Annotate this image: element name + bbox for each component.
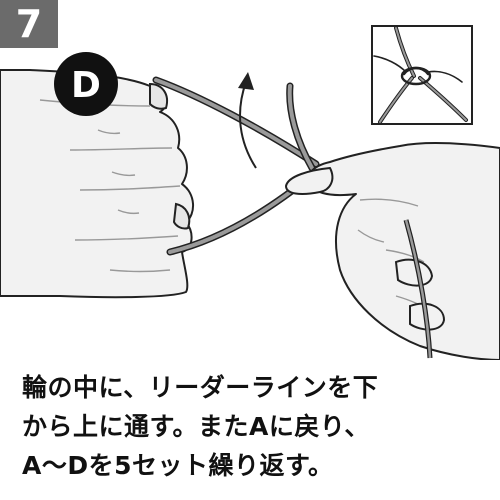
instruction-text: 輪の中に、リーダーラインを下 から上に通す。またAに戻り、 A〜Dを5セット繰り… [22, 368, 492, 485]
step-number-badge: 7 [0, 0, 58, 48]
label-circle [54, 52, 118, 116]
label-circle-letter: D [71, 65, 101, 106]
motion-arrow [239, 81, 257, 169]
right-hand [285, 141, 500, 360]
hand-knot-illustration: D [0, 25, 500, 360]
leader-line-lower [403, 219, 433, 359]
inset-detail [371, 25, 473, 125]
instruction-line: A〜Dを5セット繰り返す。 [22, 451, 334, 480]
instruction-line: から上に通す。またAに戻り、 [22, 412, 370, 441]
motion-arrow-head [238, 72, 254, 90]
left-hand-nails [149, 82, 191, 230]
instruction-line: 輪の中に、リーダーラインを下 [22, 373, 379, 402]
